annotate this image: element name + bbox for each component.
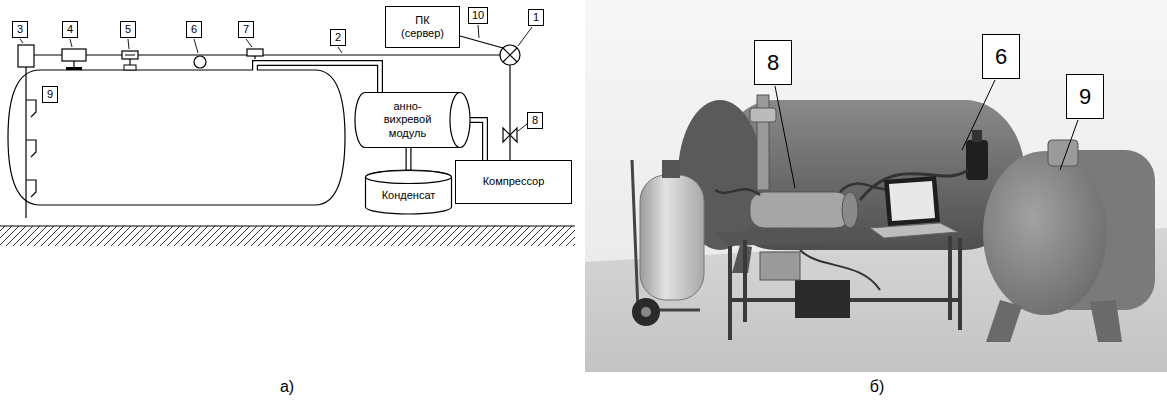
callout-number: 10 — [468, 7, 488, 24]
control-valve — [500, 45, 520, 65]
leader-lines — [775, 80, 1078, 188]
sensor-box — [62, 49, 86, 61]
panel-caption: б) — [862, 376, 892, 398]
computer-box: ПК (сервер) — [385, 6, 460, 48]
laptop-base — [870, 223, 958, 238]
pipe-connector — [470, 120, 485, 160]
pressure-sensor — [966, 140, 988, 180]
gas-bottle — [640, 175, 704, 300]
cylinder-body — [355, 93, 470, 148]
battery-box — [795, 280, 850, 318]
valve-cross — [503, 48, 517, 62]
callout-number: 7 — [238, 21, 254, 38]
leader-line — [962, 80, 995, 150]
leader-line — [518, 124, 527, 131]
node-text: анно- вихревой модуль — [376, 100, 440, 140]
control-box — [760, 252, 800, 280]
callout-number: 9 — [42, 86, 58, 103]
callout-number: 8 — [754, 40, 792, 85]
temperature-sensor — [247, 49, 263, 56]
callout-number: 1 — [528, 9, 544, 26]
signal-line — [34, 54, 500, 55]
module-end — [842, 192, 858, 228]
cable — [800, 250, 880, 290]
pipe-connector — [408, 148, 409, 170]
leader-line — [20, 39, 23, 43]
callout-number: 9 — [1066, 74, 1104, 119]
sensor-flange — [124, 65, 136, 70]
vortex-module — [750, 192, 850, 228]
callout-number: 4 — [62, 21, 78, 38]
callout-number: 3 — [12, 21, 28, 38]
leader-line — [1060, 120, 1078, 170]
laptop-display — [889, 181, 935, 221]
sensor-box — [122, 51, 138, 59]
leader-line — [775, 86, 795, 188]
shutoff-valve — [503, 128, 517, 142]
sensor-flange — [66, 67, 82, 70]
cylinder-face — [450, 93, 460, 148]
trolley-frame — [632, 160, 700, 310]
panel-caption: а) — [272, 376, 302, 398]
hose — [715, 184, 900, 195]
pipe-inner — [255, 63, 380, 95]
condensate-tank: Конденсат — [365, 170, 452, 214]
air-line — [509, 65, 510, 160]
sensor-cap — [972, 130, 982, 142]
pipe-outer — [470, 120, 485, 160]
wheel-hub — [641, 307, 651, 317]
callout-number: 6 — [186, 21, 202, 38]
cylinder-body — [366, 170, 452, 214]
vortex-module: анно- вихревой модуль — [355, 92, 470, 148]
callout-number: 5 — [120, 21, 136, 38]
pipe-inner — [407, 148, 411, 170]
callout-number: 8 — [527, 112, 543, 129]
leader-line — [70, 39, 72, 47]
leader-line — [518, 27, 532, 46]
leader-line — [478, 25, 479, 38]
leader-line — [338, 47, 342, 53]
render-background — [585, 0, 1167, 372]
sensor-mark — [125, 55, 135, 56]
compressor-box: Компрессор — [455, 160, 572, 204]
node-text: Компрессор — [461, 175, 566, 188]
level-sensor — [18, 45, 34, 67]
laptop-screen — [884, 176, 940, 226]
sensor-stem — [254, 56, 255, 59]
probe-float — [26, 100, 36, 197]
tank-outline — [8, 70, 345, 205]
data-link — [460, 36, 503, 48]
level-probe — [25, 67, 26, 218]
callout-number: 2 — [330, 29, 346, 46]
tank-legs — [986, 300, 1122, 342]
cylinder-top — [366, 171, 452, 184]
node-text: Конденсат — [371, 189, 446, 202]
bottle-valve — [662, 160, 680, 178]
leader-line — [194, 39, 198, 53]
callout-number: 6 — [982, 34, 1020, 79]
pipe-outer — [255, 63, 380, 93]
front-tank-end — [983, 151, 1107, 315]
node-text: ПК (сервер) — [397, 14, 449, 40]
filter-head — [750, 108, 776, 122]
ground-hatch — [0, 226, 575, 246]
pipe-inner — [470, 120, 485, 160]
pressure-gauge — [194, 56, 206, 68]
sensor-stem — [73, 61, 74, 67]
trolley-wheel — [632, 298, 660, 326]
ground-line — [0, 226, 575, 227]
table-frame — [730, 236, 960, 340]
leader-line — [128, 39, 129, 49]
pipe-outer — [406, 148, 412, 170]
leader-line — [246, 39, 252, 47]
